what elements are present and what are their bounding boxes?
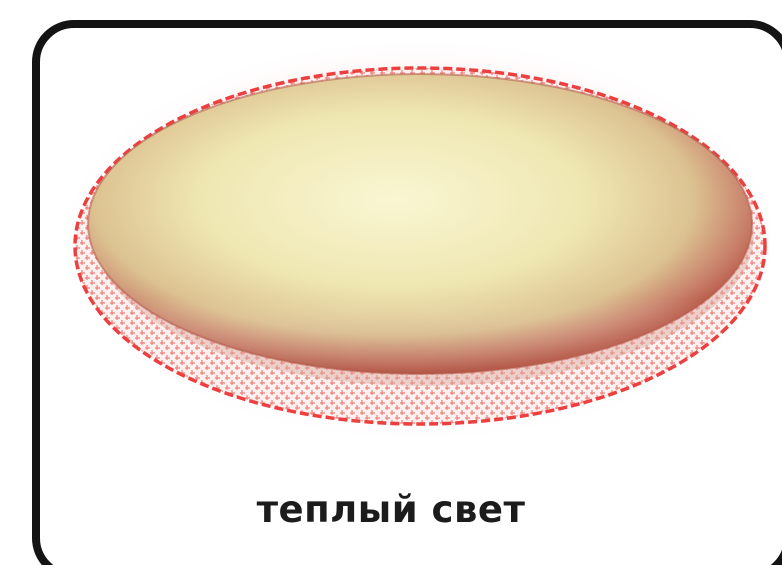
- lens-shade: [88, 74, 752, 374]
- caption-label: теплый свет: [0, 488, 782, 531]
